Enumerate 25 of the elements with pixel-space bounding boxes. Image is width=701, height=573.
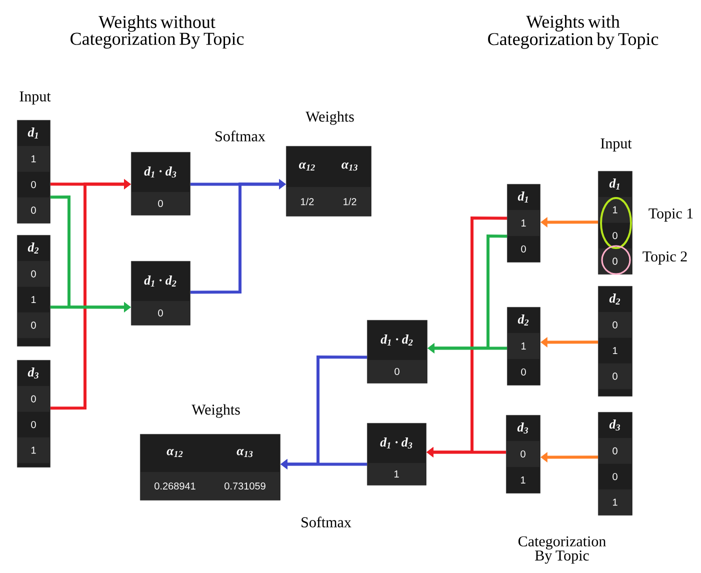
data-table: α$_{12}$ α$_{13}$ 1/2 1/2: [286, 146, 372, 216]
table-heading: Input: [20, 92, 51, 105]
data-table: d$_{2}$ 0 1 0: [17, 235, 50, 346]
data-table: d$_{1}$ · d$_{2}$ 0: [367, 320, 428, 384]
step-label: Softmax: [302, 516, 352, 528]
panel-heading: Weights with Categorization by Topic: [488, 15, 658, 49]
data-table: d$_{3}$ 0 0 1: [17, 360, 50, 468]
data-table: d$_{3}$ 0 1: [506, 415, 540, 494]
data-table: α$_{12}$ α$_{13}$ 0.268941 0.731059: [140, 434, 280, 500]
data-table: d$_{2}$ 1 0: [507, 307, 540, 386]
topic-label: Topic 1: [648, 208, 693, 222]
data-table: d$_{1}$ · d$_{3}$ 1: [367, 423, 426, 486]
data-table: d$_{1}$ · d$_{3}$ 0: [131, 152, 190, 216]
topic-label: Topic 2: [642, 251, 687, 265]
table-heading: Weights: [306, 111, 354, 125]
step-label: Softmax: [216, 130, 266, 142]
data-table: d$_{2}$ 0 1 0: [598, 286, 632, 396]
step-label: Categorization By Topic: [518, 536, 606, 564]
data-table: d$_{1}$ 1 0 0: [17, 120, 50, 224]
panel-heading: Weights without Categorization By Topic: [70, 15, 244, 49]
data-table: d$_{3}$ 0 0 1: [598, 412, 632, 516]
data-table: d$_{1}$ 1 0: [507, 184, 540, 262]
table-heading: Weights: [192, 404, 240, 418]
data-table: d$_{1}$ · d$_{2}$ 0: [131, 261, 190, 326]
table-heading: Input: [600, 138, 632, 152]
